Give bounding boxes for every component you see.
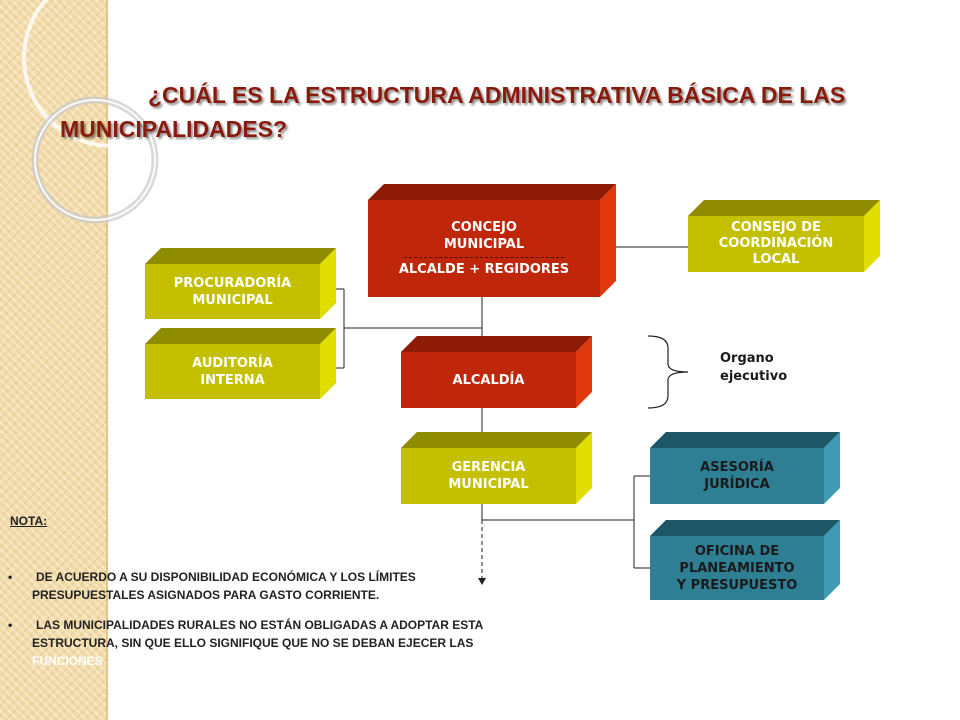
title-line-2: MUNICIPALIDADES?	[60, 116, 288, 142]
box-procuraduria-shape	[145, 248, 336, 319]
decorative-circles	[22, 0, 200, 224]
box-procuraduria: PROCURADORÍA MUNICIPAL	[145, 264, 320, 319]
note-bullet-2-line-1: LAS MUNICIPALIDADES RURALES NO ESTÁN OBL…	[36, 618, 484, 632]
gerencia-line-2: MUNICIPAL	[448, 477, 529, 492]
box-alcaldia-shape	[401, 336, 592, 408]
box-gerencia: GERENCIA MUNICIPAL	[401, 448, 576, 504]
consejo-line-2: COORDINACIÓN	[718, 236, 834, 251]
note-bullet-2-line-2: ESTRUCTURA, SIN QUE ELLO SIGNIFIQUE QUE …	[32, 636, 474, 650]
slide-title: ¿CUÁL ES LA ESTRUCTURA ADMINISTRATIVA BÁ…	[60, 78, 880, 146]
dashed-arrow-head	[478, 578, 486, 585]
consejo-line-3: LOCAL	[752, 252, 800, 267]
note-bullet-1-line-1: DE ACUERDO A SU DISPONIBILIDAD ECONÓMICA…	[36, 570, 416, 584]
concejo-line-2: MUNICIPAL	[443, 237, 525, 252]
asesoria-line-1: ASESORÍA	[700, 460, 774, 475]
oficina-line-2: PLANEAMIENTO	[679, 560, 795, 576]
auditoria-line-1: AUDITORÍA	[192, 355, 273, 371]
box-concejo-municipal: CONCEJO MUNICIPAL ALCALDE + REGIDORES	[368, 200, 600, 297]
box-auditoria: AUDITORÍA INTERNA	[145, 344, 320, 399]
organo-line-2: ejecutivo	[720, 369, 788, 384]
title-line-1: ¿CUÁL ES LA ESTRUCTURA ADMINISTRATIVA BÁ…	[148, 82, 846, 108]
alcaldia-line-1: ALCALDÍA	[452, 372, 525, 388]
oficina-line-3: Y PRESUPUESTO	[676, 577, 798, 593]
oficina-line-1: OFICINA DE	[694, 543, 780, 559]
concejo-line-1: CONCEJO	[451, 220, 517, 235]
note-title: NOTA:	[10, 514, 48, 528]
organo-ejecutivo-label: Organo ejecutivo	[720, 350, 787, 386]
note-bullet-2: • LAS MUNICIPALIDADES RURALES NO ESTÁN O…	[8, 616, 548, 670]
box-oficina: OFICINA DE PLANEAMIENTO Y PRESUPUESTO	[650, 536, 824, 600]
concejo-line-3: ALCALDE + REGIDORES	[398, 262, 570, 277]
note-bullet-1-line-2: PRESUPUESTALES ASIGNADOS PARA GASTO CORR…	[32, 588, 380, 602]
curly-brace-icon	[647, 335, 689, 409]
consejo-line-1: CONSEJO DE	[731, 220, 821, 235]
gerencia-line-1: GERENCIA	[451, 460, 526, 475]
box-alcaldia: ALCALDÍA	[401, 352, 576, 408]
box-auditoria-shape	[145, 328, 336, 399]
box-consejo-coordinacion: CONSEJO DE COORDINACIÓN LOCAL	[688, 216, 864, 272]
procuraduria-line-2: MUNICIPAL	[192, 292, 273, 308]
box-concejo-shape	[368, 184, 616, 297]
note-bullet-2-line-3: FUNCIONES	[32, 654, 103, 668]
asesoria-line-2: JURÍDICA	[704, 477, 770, 492]
concejo-separator	[404, 257, 564, 258]
procuraduria-line-1: PROCURADORÍA	[173, 275, 292, 291]
auditoria-line-2: INTERNA	[200, 372, 265, 388]
box-asesoria: ASESORÍA JURÍDICA	[650, 448, 824, 504]
box-asesoria-shape	[650, 432, 840, 504]
bullet-icon: •	[8, 618, 13, 632]
box-gerencia-shape	[401, 432, 592, 504]
box-oficina-shape	[650, 520, 840, 600]
box-consejo-shape	[688, 200, 880, 272]
note-bullet-1: • DE ACUERDO A SU DISPONIBILIDAD ECONÓMI…	[8, 568, 548, 604]
organo-line-1: Organo	[720, 351, 774, 366]
bullet-icon: •	[8, 570, 13, 584]
